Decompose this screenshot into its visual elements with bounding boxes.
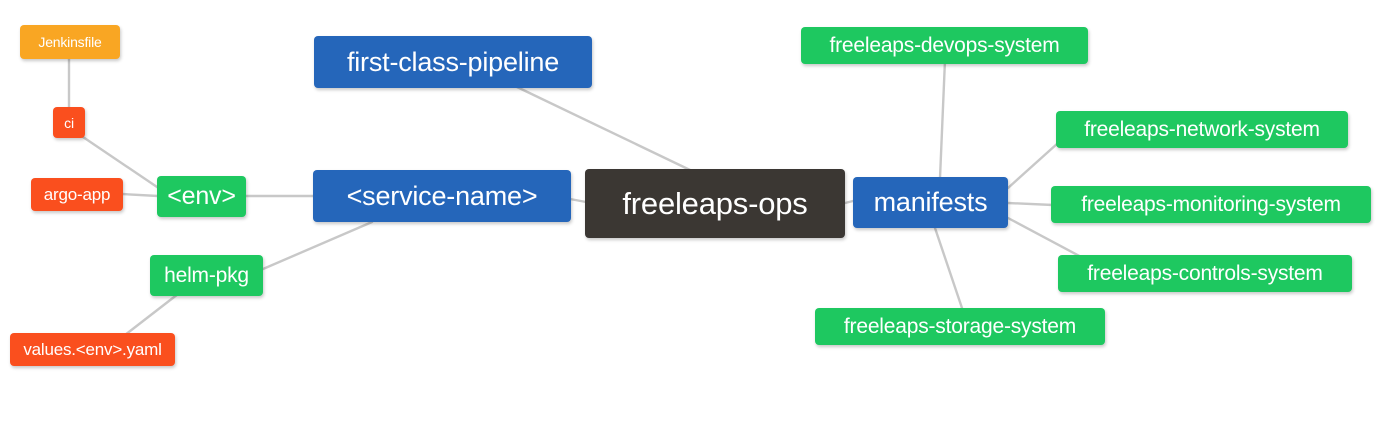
node-first-class-pipeline[interactable]: first-class-pipeline (314, 36, 592, 88)
node-network-system[interactable]: freeleaps-network-system (1056, 111, 1348, 148)
node-env-label: <env> (167, 182, 236, 210)
node-monitoring-system[interactable]: freeleaps-monitoring-system (1051, 186, 1371, 223)
node-root-freeleaps-ops[interactable]: freeleaps-ops (585, 169, 845, 238)
node-devops-system[interactable]: freeleaps-devops-system (801, 27, 1088, 64)
node-argo-app-label: argo-app (43, 185, 111, 204)
edge-argoapp-env (120, 192, 160, 198)
node-env[interactable]: <env> (157, 176, 246, 217)
edge-servicename-root (568, 197, 588, 204)
node-service-name-label: <service-name> (346, 180, 538, 211)
edge-manifests-monitoringsystem (1006, 201, 1055, 207)
edge-manifests-devopssystem (938, 58, 947, 180)
node-jenkinsfile[interactable]: Jenkinsfile (20, 25, 120, 59)
edge-valuesyaml-helmpkg (123, 292, 180, 337)
node-manifests-label: manifests (873, 187, 988, 217)
node-storage-system[interactable]: freeleaps-storage-system (815, 308, 1105, 345)
node-argo-app[interactable]: argo-app (31, 178, 123, 211)
node-storage-system-label: freeleaps-storage-system (843, 315, 1077, 338)
node-helm-pkg[interactable]: helm-pkg (150, 255, 263, 296)
node-network-system-label: freeleaps-network-system (1084, 118, 1320, 141)
node-service-name[interactable]: <service-name> (313, 170, 571, 222)
node-ci[interactable]: ci (53, 107, 85, 138)
edge-manifests-storagesystem (933, 226, 965, 313)
node-first-class-pipeline-label: first-class-pipeline (346, 46, 560, 77)
node-controls-system[interactable]: freeleaps-controls-system (1058, 255, 1352, 292)
node-devops-system-label: freeleaps-devops-system (829, 34, 1060, 57)
node-root-label: freeleaps-ops (622, 186, 808, 221)
node-jenkinsfile-label: Jenkinsfile (38, 34, 102, 50)
edge-helmpkg-servicename (261, 220, 374, 271)
node-values-yaml[interactable]: values.<env>.yaml (10, 333, 175, 366)
node-manifests[interactable]: manifests (853, 177, 1008, 228)
node-ci-label: ci (64, 114, 74, 131)
edge-root-manifests (843, 199, 855, 205)
node-monitoring-system-label: freeleaps-monitoring-system (1081, 193, 1341, 216)
edge-firstclasspipeline-root (515, 85, 692, 172)
edge-manifests-networksystem (1006, 141, 1060, 190)
node-values-yaml-label: values.<env>.yaml (23, 340, 162, 359)
node-helm-pkg-label: helm-pkg (164, 264, 249, 287)
node-controls-system-label: freeleaps-controls-system (1087, 262, 1323, 285)
